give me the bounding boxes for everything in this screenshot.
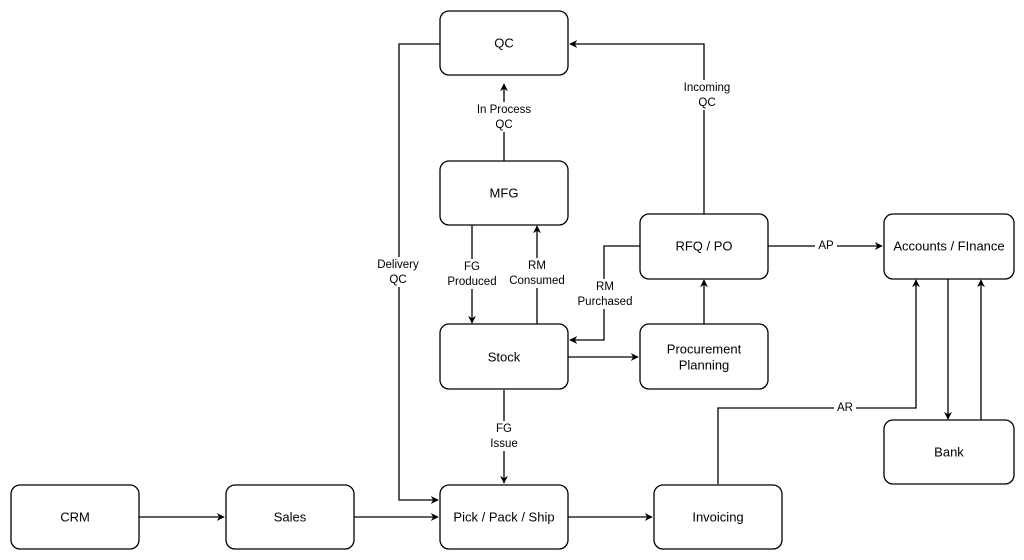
node-bank[interactable]: Bank — [883, 419, 1015, 485]
node-stock-label: Stock — [488, 350, 521, 365]
node-procurement-planning[interactable]: Procurement Planning — [639, 323, 769, 390]
edge-labels: In Process QC Incoming QC Delivery QC FG… — [373, 80, 856, 451]
label-fg-issue-line2: Issue — [490, 438, 518, 450]
label-in-process-qc: In Process QC — [473, 102, 535, 132]
node-sales-label: Sales — [274, 510, 307, 525]
node-pick-pack-ship-label: Pick / Pack / Ship — [453, 510, 554, 525]
label-incoming-qc-line2: QC — [698, 97, 715, 109]
label-incoming-qc-line1: Incoming — [684, 82, 731, 94]
node-qc[interactable]: QC — [439, 10, 569, 76]
label-ar-text: AR — [837, 402, 853, 414]
label-rm-consumed-line2: Consumed — [509, 275, 565, 287]
edge-invoicing-to-accounts — [717, 279, 920, 484]
label-ar: AR — [834, 400, 856, 416]
label-fg-issue-line1: FG — [496, 423, 512, 435]
label-rm-purchased-line1: RM — [596, 281, 614, 293]
node-invoicing[interactable]: Invoicing — [653, 484, 783, 550]
node-accounts-finance-label: Accounts / FInance — [893, 239, 1004, 254]
node-procurement-planning-line1: Procurement — [667, 342, 742, 357]
node-pick-pack-ship[interactable]: Pick / Pack / Ship — [439, 484, 569, 550]
label-delivery-qc: Delivery QC — [373, 257, 425, 287]
node-accounts-finance[interactable]: Accounts / FInance — [883, 213, 1015, 280]
label-ap-text: AP — [818, 240, 834, 252]
label-delivery-qc-line1: Delivery — [377, 259, 419, 271]
label-rm-purchased-line2: Purchased — [578, 296, 633, 308]
node-qc-label: QC — [494, 36, 514, 51]
node-bank-label: Bank — [934, 445, 964, 460]
label-rm-purchased: RM Purchased — [574, 279, 636, 309]
label-incoming-qc: Incoming QC — [680, 80, 730, 110]
label-fg-produced: FG Produced — [445, 259, 499, 289]
node-mfg[interactable]: MFG — [439, 160, 569, 226]
node-invoicing-label: Invoicing — [692, 510, 743, 525]
edge-rfq-to-qc — [569, 40, 705, 214]
node-stock[interactable]: Stock — [439, 323, 569, 390]
label-fg-produced-line2: Produced — [447, 276, 496, 288]
label-rm-consumed: RM Consumed — [506, 258, 568, 288]
label-ap: AP — [815, 238, 837, 254]
node-procurement-planning-line2: Planning — [679, 358, 730, 373]
node-crm[interactable]: CRM — [10, 484, 140, 550]
label-in-process-qc-line2: QC — [495, 119, 512, 131]
node-rfq-po[interactable]: RFQ / PO — [639, 213, 769, 280]
label-delivery-qc-line2: QC — [389, 274, 406, 286]
node-sales[interactable]: Sales — [225, 484, 355, 550]
label-fg-issue: FG Issue — [486, 421, 522, 451]
label-rm-consumed-line1: RM — [528, 260, 546, 272]
node-rfq-po-label: RFQ / PO — [675, 239, 732, 254]
node-mfg-label: MFG — [490, 186, 519, 201]
label-in-process-qc-line1: In Process — [477, 104, 532, 116]
label-fg-produced-line1: FG — [464, 261, 480, 273]
node-crm-label: CRM — [60, 510, 90, 525]
